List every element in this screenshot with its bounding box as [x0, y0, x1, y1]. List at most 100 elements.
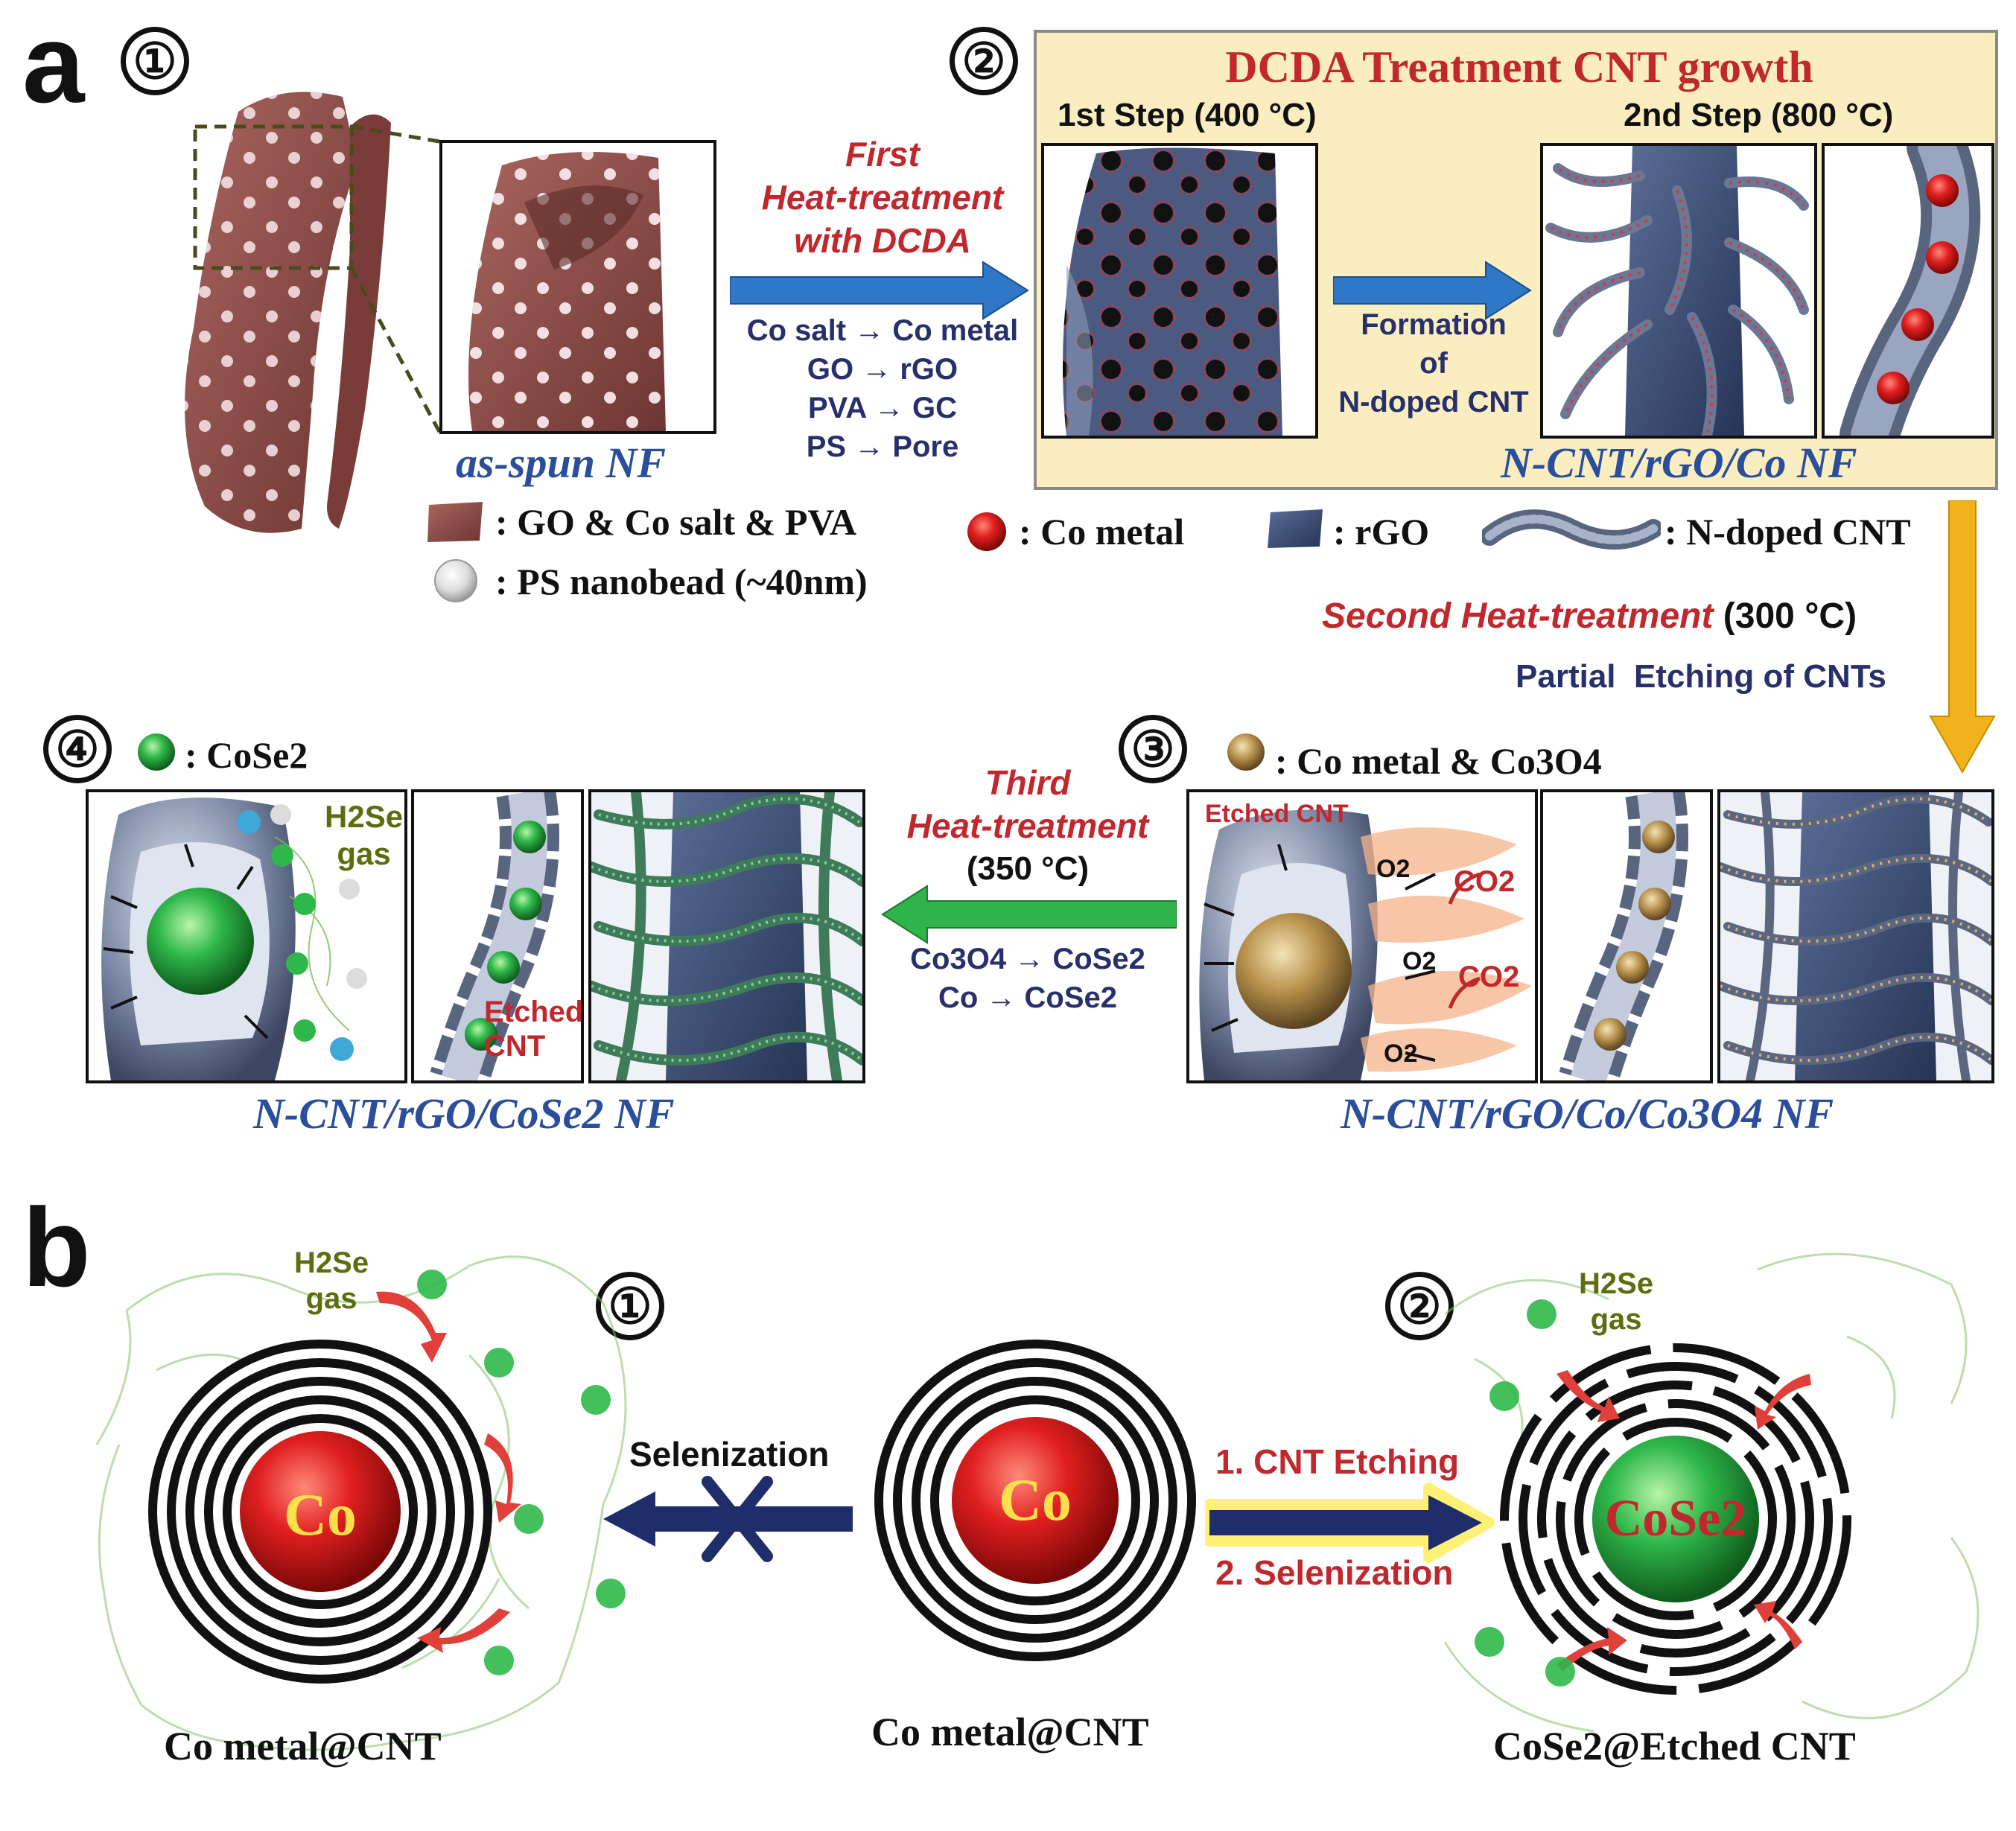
- step3-etched-cnt-illustration: [1559, 792, 1688, 1080]
- first-step-label: 1st Step (400 °C): [1058, 97, 1317, 133]
- step3-etched-forest-illustration: [1720, 792, 1991, 1080]
- left-core-label: Co: [284, 1483, 357, 1548]
- n-doped-cnt-swatch-icon: [1482, 509, 1661, 550]
- step3-forest-frame: [1717, 789, 1994, 1083]
- first-heat-line-3: with DCDA: [794, 221, 971, 260]
- panel-b-number-1: ①: [596, 1272, 664, 1340]
- step3-o2-label-3: O2: [1384, 1039, 1418, 1068]
- left-co-core: [240, 1431, 401, 1592]
- step3-etched-cnt-frame: [1540, 789, 1713, 1083]
- third-heat-line-2: Heat-treatment: [906, 806, 1149, 845]
- step-2-number: ②: [950, 27, 1018, 95]
- reaction-co: Co → CoSe2: [938, 981, 1118, 1014]
- legend-cose2: : CoSe2: [185, 734, 308, 776]
- step-1-number: ①: [121, 27, 189, 95]
- n-cnt-rgo-cose2-caption: N-CNT/rGO/CoSe2 NF: [253, 1089, 675, 1138]
- selenization-step-label: 2. Selenization: [1215, 1553, 1454, 1592]
- step4-etched-cnt-frame: [411, 789, 584, 1083]
- second-heat-subtitle: Partial Etching of CNTs: [1516, 658, 1886, 695]
- step4-etched-cnt-illustration: [430, 792, 559, 1080]
- cnt-growth-frame: [1540, 143, 1817, 439]
- step-4-number: ④: [43, 715, 112, 783]
- first-heat-arrow: [730, 261, 1029, 320]
- first-step-frame: [1041, 143, 1318, 439]
- step4-cnt-label: CNT: [484, 1030, 546, 1063]
- third-heat-reactions: Co3O4 → CoSe2 Co → CoSe2: [883, 940, 1173, 1017]
- right-h2se-label: H2Se: [1579, 1267, 1654, 1300]
- legend-rgo: : rGO: [1333, 511, 1430, 553]
- panel-b-letter: b: [22, 1185, 91, 1310]
- co-metal-swatch-icon: [967, 512, 1006, 551]
- formation-line-2: of: [1419, 347, 1448, 380]
- legend-ps-bead: : PS nanobead (~40nm): [495, 561, 868, 602]
- first-heat-line-1: First: [845, 135, 920, 173]
- left-co-metal-cnt-label: Co metal@CNT: [164, 1724, 442, 1768]
- selenization-label: Selenization: [629, 1435, 830, 1474]
- cnt-forest-illustration: [1545, 146, 1809, 436]
- reaction-co-salt: Co salt → Co metal: [746, 314, 1019, 347]
- reaction-ps: PS → Pore: [806, 430, 959, 463]
- step-3-number: ③: [1119, 715, 1187, 783]
- step4-selenization-frame: [86, 789, 407, 1083]
- step3-co2-label-2: CO2: [1458, 961, 1520, 993]
- formation-line-3: N-doped CNT: [1338, 386, 1529, 418]
- dcda-box-title: DCDA Treatment CNT growth: [1225, 42, 1813, 92]
- right-h2se-gas: H2Se gas: [1579, 1266, 1653, 1337]
- step4-h2se-gas: H2Se gas: [325, 798, 403, 873]
- single-cnt-co-illustration: [1839, 146, 1981, 436]
- formation-text: Formation of N-doped CNT: [1318, 305, 1549, 421]
- right-cose2-core: [1592, 1436, 1759, 1602]
- co-co3o4-swatch-icon: [1227, 733, 1265, 771]
- step4-etched-cnt-label: Etched CNT: [484, 995, 583, 1063]
- first-heat-reactions: Co salt → Co metal GO → rGO PVA → GC PS …: [719, 311, 1046, 466]
- step4-etched-label: Etched: [484, 996, 584, 1028]
- panel-a-letter: a: [22, 1, 85, 126]
- formation-arrow: [1333, 261, 1532, 320]
- step4-h2se-label: H2Se: [325, 799, 404, 834]
- n-cnt-rgo-co-co3o4-caption: N-CNT/rGO/Co/Co3O4 NF: [1341, 1089, 1834, 1138]
- reaction-go: GO → rGO: [807, 353, 958, 386]
- center-co-metal-cnt-label: Co metal@CNT: [871, 1710, 1149, 1754]
- second-heat-arrow: [1929, 500, 1996, 774]
- step3-co2-label-1: CO2: [1454, 865, 1516, 898]
- second-heat-title-text: Second Heat-treatment: [1322, 596, 1714, 636]
- as-spun-zoom-frame: [439, 140, 716, 434]
- second-heat-title: Second Heat-treatment (300 °C): [1322, 596, 1857, 637]
- legend-co-co3o4: : Co metal & Co3O4: [1275, 740, 1602, 782]
- first-heat-line-2: Heat-treatment: [761, 178, 1004, 217]
- reaction-pva: PVA → GC: [807, 392, 958, 424]
- legend-co-metal: : Co metal: [1019, 511, 1185, 553]
- rgo-swatch-icon: [1268, 509, 1323, 548]
- third-heat-arrow: [881, 885, 1177, 944]
- third-heat-title: Third Heat-treatment: [883, 761, 1173, 847]
- step4-gas-label: gas: [337, 836, 391, 871]
- right-gas-label: gas: [1590, 1303, 1642, 1336]
- cose2-swatch-icon: [138, 733, 175, 771]
- first-heat-title: First Heat-treatment with DCDA: [726, 133, 1039, 262]
- right-core-label: CoSe2: [1604, 1490, 1747, 1547]
- center-co-metal-cnt-illustration: [874, 1340, 1196, 1661]
- legend-go-co-pva: : GO & Co salt & PVA: [495, 501, 857, 543]
- step3-etching-illustration: [1199, 809, 1532, 1080]
- as-spun-nanofiber-illustration: [185, 92, 442, 533]
- step4-selenization-illustration: [101, 797, 367, 1080]
- left-gas-label: gas: [305, 1282, 357, 1315]
- left-h2se-label: H2Se: [294, 1246, 369, 1279]
- cose2-etched-cnt-illustration: [1443, 1252, 1980, 1733]
- cnt-etching-label: 1. CNT Etching: [1215, 1442, 1460, 1481]
- step4-forest-frame: [588, 789, 865, 1083]
- second-heat-temp: (300 °C): [1723, 596, 1857, 636]
- formation-line-1: Formation: [1361, 308, 1507, 341]
- third-heat-line-1: Third: [985, 763, 1071, 802]
- center-core-label: Co: [999, 1468, 1072, 1533]
- step4-cose2-forest-illustration: [591, 792, 862, 1080]
- step3-o2-label-1: O2: [1376, 855, 1411, 883]
- panel-b-number-2: ②: [1385, 1272, 1454, 1340]
- co-metal-cnt-gas-illustration: [95, 1255, 627, 1751]
- blocked-x-icon: [702, 1476, 773, 1562]
- step3-o2-label-2: O2: [1402, 947, 1437, 975]
- legend-n-doped-cnt: : N-doped CNT: [1664, 511, 1911, 553]
- right-cose2-etched-cnt-label: CoSe2@Etched CNT: [1493, 1724, 1856, 1768]
- step3-etched-cnt-label: Etched CNT: [1205, 800, 1349, 828]
- second-step-label: 2nd Step (800 °C): [1624, 97, 1894, 133]
